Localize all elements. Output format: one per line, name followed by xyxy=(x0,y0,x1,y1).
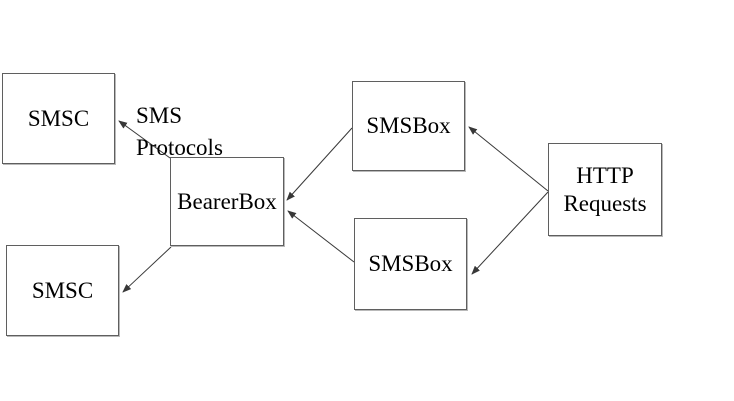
edge-arrow-bearerbox-to-smsc-bottom xyxy=(122,246,172,293)
edge-arrow-smsbox-bottom-to-bearerbox xyxy=(287,210,355,263)
node-smsbox-bottom: SMSBox xyxy=(354,218,467,310)
node-smsc-top: SMSC xyxy=(2,73,115,164)
sms-protocols-label: SMS Protocols xyxy=(136,103,223,160)
edge-arrow-http-requests-to-smsbox-bottom xyxy=(471,191,549,275)
edge-arrow-http-requests-to-smsbox-top xyxy=(468,126,549,192)
node-smsbox-top: SMSBox xyxy=(352,81,465,171)
node-http-requests: HTTP Requests xyxy=(548,143,662,236)
node-smsbox-bottom-label: SMSBox xyxy=(368,251,453,277)
node-bearerbox-label: BearerBox xyxy=(177,188,277,214)
node-http-requests-label: HTTP Requests xyxy=(563,163,647,216)
node-smsc-bottom: SMSC xyxy=(6,245,119,336)
node-bearerbox: BearerBox xyxy=(170,157,284,246)
node-smsbox-top-label: SMSBox xyxy=(366,113,451,139)
node-smsc-bottom-label: SMSC xyxy=(31,277,94,303)
edge-arrow-smsbox-top-to-bearerbox xyxy=(286,127,353,201)
node-smsc-top-label: SMSC xyxy=(27,105,90,131)
